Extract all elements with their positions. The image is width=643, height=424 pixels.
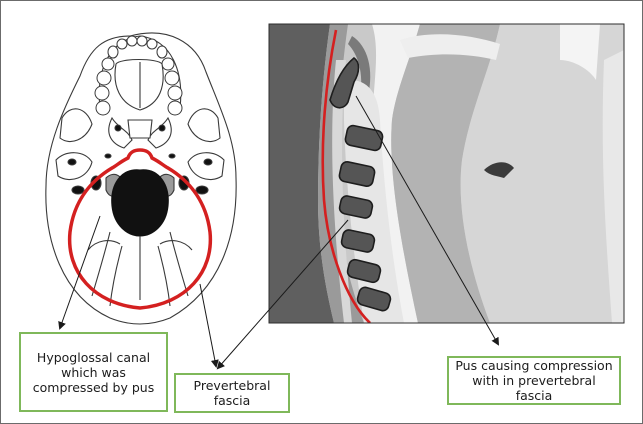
label-hypoglossal-text: Hypoglossal canal which was compressed b… xyxy=(27,350,160,395)
label-pus-compression: Pus causing compression with in preverte… xyxy=(447,356,621,405)
label-pus-text: Pus causing compression with in preverte… xyxy=(455,358,613,403)
label-hypoglossal-canal: Hypoglossal canal which was compressed b… xyxy=(19,332,168,412)
arrow-prevertebral-skull xyxy=(200,284,216,366)
label-prevertebral-text: Prevertebral fascia xyxy=(182,378,282,408)
skull-base-illustration xyxy=(46,33,236,324)
sagittal-neck-illustration xyxy=(269,24,624,323)
label-prevertebral-fascia: Prevertebral fascia xyxy=(174,373,290,413)
